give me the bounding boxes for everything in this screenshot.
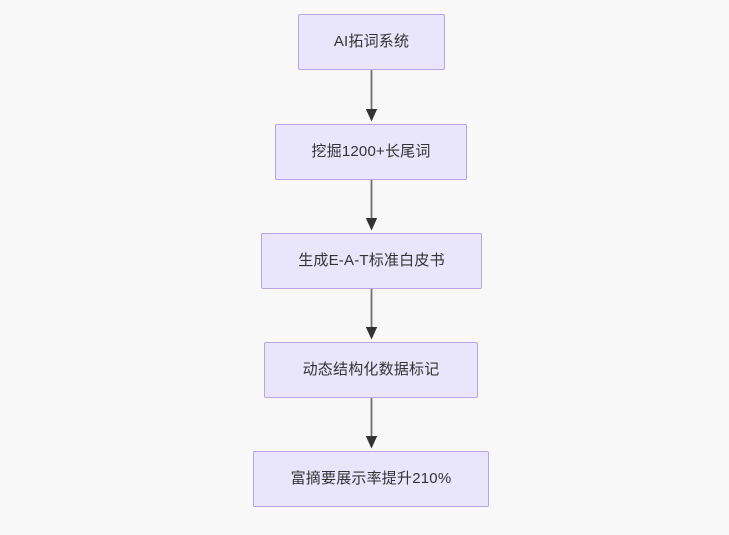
node-label: 生成E-A-T标准白皮书 <box>298 252 445 269</box>
flowchart-node-generate-eat-whitepaper[interactable]: 生成E-A-T标准白皮书 <box>261 233 482 289</box>
node-label: 挖掘1200+长尾词 <box>311 143 431 160</box>
flowchart-node-rich-snippet-impression-lift[interactable]: 富摘要展示率提升210% <box>253 451 489 507</box>
flowchart-node-mine-longtail-keywords[interactable]: 挖掘1200+长尾词 <box>275 124 467 180</box>
flowchart-node-ai-keyword-system[interactable]: AI拓词系统 <box>298 14 445 70</box>
node-label: AI拓词系统 <box>333 33 410 50</box>
flowchart-node-dynamic-structured-data-markup[interactable]: 动态结构化数据标记 <box>264 342 478 398</box>
node-label: 动态结构化数据标记 <box>302 361 440 378</box>
node-label: 富摘要展示率提升210% <box>290 470 452 487</box>
